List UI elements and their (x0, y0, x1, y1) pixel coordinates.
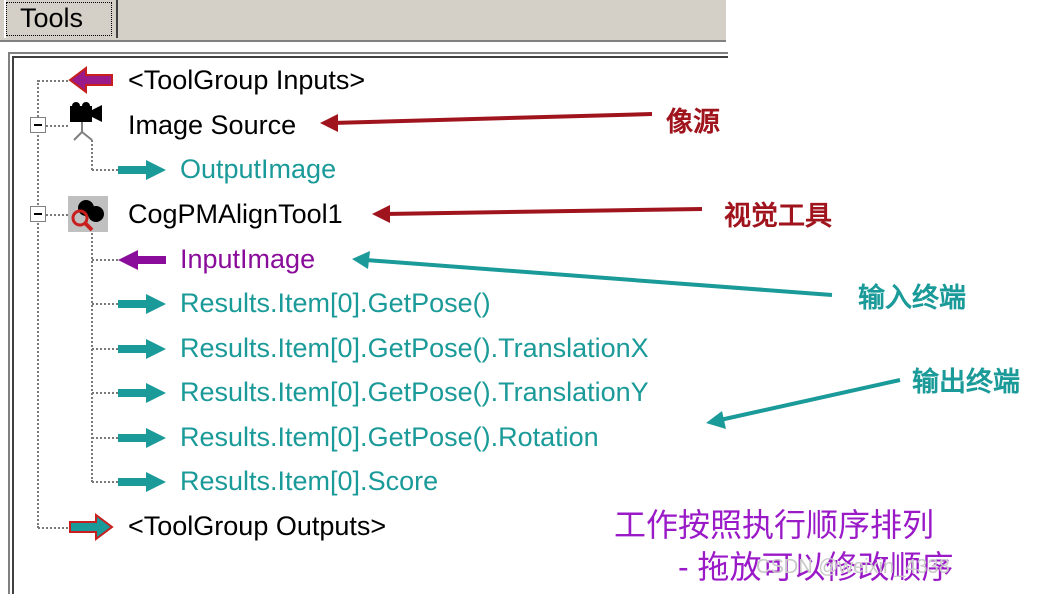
tree-node-toolgroup-inputs[interactable]: <ToolGroup Inputs> (128, 65, 366, 95)
right-arrow-icon (118, 472, 166, 492)
tab-focus-rect (6, 2, 112, 36)
tree-branch-line (46, 125, 68, 127)
right-arrow-icon (118, 383, 166, 403)
annotation-vision-tool: 视觉工具 (724, 201, 832, 231)
tree-node-input-image[interactable]: InputImage (180, 244, 316, 274)
tree-branch-line (92, 259, 118, 261)
tree-node-pmalign-tool[interactable]: CogPMAlignTool1 (128, 199, 343, 229)
tree-branch-line (92, 437, 118, 439)
left-arrow-icon (118, 250, 166, 270)
right-arrow-icon (118, 339, 166, 359)
tree-branch-line (92, 481, 118, 483)
tree-node-result-pose[interactable]: Results.Item[0].GetPose() (180, 288, 491, 318)
annotation-arrow-input-terminal (365, 258, 833, 297)
tree-node-result-rotation[interactable]: Results.Item[0].GetPose().Rotation (180, 422, 599, 452)
left-arrow-icon (68, 66, 113, 94)
tree-branch-line (92, 303, 118, 305)
tree-branch-line (38, 80, 68, 82)
tree-branch-line (38, 527, 68, 529)
tree-branch-line (46, 214, 68, 216)
tree-node-result-translation-y[interactable]: Results.Item[0].GetPose().TranslationY (180, 377, 649, 407)
watermark: CSDN @weixin_4338 (756, 556, 950, 578)
tree-branch-line (92, 169, 118, 171)
tool-tree-panel (8, 52, 728, 594)
tree-node-result-score[interactable]: Results.Item[0].Score (180, 466, 439, 496)
annotation-output-terminal: 输出终端 (912, 367, 1020, 397)
tab-bar: Tools (0, 0, 726, 42)
annotation-arrow-image-source (331, 112, 653, 125)
tool-tree-panel-inner (12, 56, 728, 594)
tree-node-result-translation-x[interactable]: Results.Item[0].GetPose().TranslationX (180, 333, 649, 363)
right-arrow-icon (118, 428, 166, 448)
collapse-toggle-image-source[interactable] (30, 117, 46, 133)
collapse-toggle-pmalign[interactable] (30, 206, 46, 222)
tree-node-toolgroup-outputs[interactable]: <ToolGroup Outputs> (128, 511, 387, 541)
pattern-align-tool-icon (68, 196, 108, 232)
tree-node-output-image[interactable]: OutputImage (180, 154, 337, 184)
tree-child-line (91, 230, 93, 482)
tree-child-line (91, 140, 93, 170)
right-arrow-icon (69, 513, 114, 541)
tab-tools-label: Tools (20, 3, 84, 33)
annotation-arrow-output-terminal (719, 378, 901, 422)
camera-icon (70, 102, 102, 141)
tab-tools[interactable]: Tools (4, 0, 118, 38)
tree-node-image-source[interactable]: Image Source (128, 110, 297, 140)
tree-trunk-line (37, 80, 39, 528)
right-arrow-icon (118, 294, 166, 314)
tree-branch-line (92, 348, 118, 350)
annotation-image-source: 像源 (666, 107, 720, 137)
annotation-order-line1: 工作按照执行顺序排列 (614, 507, 935, 543)
tree-branch-line (92, 392, 118, 394)
annotation-arrow-vision-tool (383, 207, 703, 216)
annotation-input-terminal: 输入终端 (858, 283, 966, 313)
annotation-order-line2: - 拖放可以修改顺序 (678, 549, 954, 585)
right-arrow-icon (118, 160, 166, 180)
